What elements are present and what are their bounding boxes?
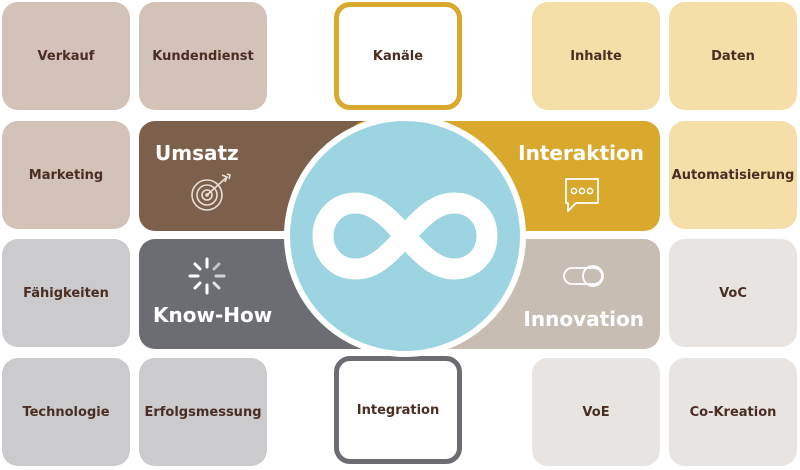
center-circle bbox=[284, 115, 526, 357]
tile-kanaele: Kanäle bbox=[334, 2, 462, 110]
tile-kokreation: Co-Kreation bbox=[669, 358, 797, 466]
tile-integration: Integration bbox=[334, 356, 462, 464]
tile-label: Integration bbox=[356, 402, 440, 418]
tile-erfolgsmessung: Erfolgsmessung bbox=[139, 358, 267, 466]
tile-faehigkeiten: Fähigkeiten bbox=[2, 239, 130, 347]
tile-label: Co-Kreation bbox=[689, 404, 777, 420]
tile-label: Marketing bbox=[28, 167, 104, 183]
target-icon bbox=[191, 173, 231, 211]
tile-daten: Daten bbox=[669, 2, 797, 110]
quadrant-label: Umsatz bbox=[155, 141, 239, 165]
tile-technologie: Technologie bbox=[2, 358, 130, 466]
quadrant-label: Interaktion bbox=[518, 141, 644, 165]
tile-label: Verkauf bbox=[37, 48, 95, 64]
toggle-icon bbox=[563, 265, 604, 287]
tile-kundendienst: Kundendienst bbox=[139, 2, 267, 110]
tile-label: Kundendienst bbox=[152, 48, 254, 64]
tile-inhalte: Inhalte bbox=[532, 2, 660, 110]
tile-label: Technologie bbox=[22, 404, 110, 420]
tile-verkauf: Verkauf bbox=[2, 2, 130, 110]
chat-bubble-icon bbox=[565, 178, 599, 212]
tile-label: Kanäle bbox=[372, 48, 424, 64]
tile-label: VoC bbox=[719, 285, 747, 301]
infinity-icon bbox=[312, 192, 498, 280]
tile-label: Fähigkeiten bbox=[23, 285, 109, 301]
tile-label: Erfolgsmessung bbox=[144, 404, 262, 420]
loading-spinner-icon bbox=[188, 257, 226, 295]
tile-label: Inhalte bbox=[570, 48, 622, 64]
tile-label: Daten bbox=[711, 48, 755, 64]
tile-voc: VoC bbox=[669, 239, 797, 347]
quadrant-label: Innovation bbox=[523, 307, 644, 331]
tile-voe: VoE bbox=[532, 358, 660, 466]
tile-marketing: Marketing bbox=[2, 121, 130, 229]
tile-automatisierung: Automatisierung bbox=[669, 121, 797, 229]
tile-label: Automatisierung bbox=[671, 167, 795, 183]
tile-label: VoE bbox=[582, 404, 610, 420]
quadrant-label: Know-How bbox=[153, 303, 273, 327]
